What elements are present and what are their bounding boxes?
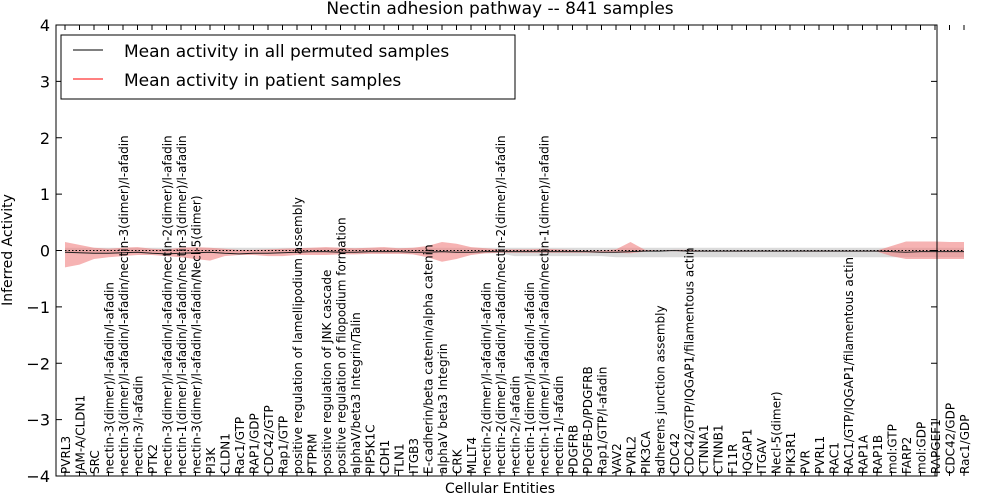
x-tick-label: TLN1 — [393, 443, 407, 475]
chart-title: Nectin adhesion pathway -- 841 samples — [326, 0, 673, 19]
x-tick-label: adherens junction assembly — [654, 305, 668, 474]
x-tick-label: mol:GDP — [915, 422, 929, 474]
y-tick-label: −3 — [26, 411, 50, 430]
x-tick-label: PVRL2 — [625, 436, 639, 474]
x-tick-label: PTPRM — [306, 434, 320, 475]
y-tick-label: 0 — [40, 242, 50, 261]
x-tick-label: CTNNA1 — [697, 424, 711, 474]
y-axis: 4 3 2 1 0 −1 −2 −3 −4 — [26, 16, 937, 486]
x-tick-label: PTK2 — [146, 444, 160, 474]
band-patient — [65, 241, 964, 268]
x-tick-label: mol:GTP — [886, 424, 900, 474]
plot-frame — [55, 24, 938, 477]
x-tick-label: nectin-3/l-afadin — [132, 376, 146, 474]
legend-label-permuted: Mean activity in all permuted samples — [124, 42, 449, 62]
x-tick-label: RAP1A — [857, 434, 871, 474]
x-tick-label: alphaV/beta3 Integrin/Talin — [349, 312, 363, 474]
x-tick-label: SRC — [88, 450, 102, 474]
legend-box — [60, 34, 516, 100]
y-tick-label: −2 — [26, 354, 50, 373]
x-tick-label: CDC42/GDP — [944, 403, 958, 474]
x-tick-label: CDC42/GTP — [262, 405, 276, 474]
x-tick-label: positive regulation of JNK cascade — [320, 270, 334, 474]
x-tick-label: RAP1/GDP — [248, 413, 262, 474]
x-tick-label: PVRL1 — [813, 436, 827, 474]
x-tick-label: nectin-3(dimer)/l-afadin/l-afadin — [103, 282, 117, 474]
x-tick-label: CTNNB1 — [712, 424, 726, 474]
x-tick-label: PDGFB-D/PDGFRB — [581, 366, 595, 474]
x-tick-label: CDH1 — [378, 440, 392, 474]
x-tick-label: alphaV beta3 Integrin — [436, 343, 450, 474]
x-tick-label: nectin-2/l-afadin — [509, 376, 523, 474]
x-tick-label: RAC1 — [828, 442, 842, 474]
x-tick-label: PIP5K1C — [364, 424, 378, 474]
x-tick-label: nectin-1(dimer)/l-afadin/l-afadin/nectin… — [538, 135, 552, 474]
x-tick-label: RAP1B — [871, 435, 885, 474]
x-tick-label: E-cadherin/beta catenin/alpha catenin — [422, 244, 436, 474]
x-tick-label: PIK3R1 — [784, 432, 798, 474]
y-tick-label: 4 — [40, 16, 50, 35]
legend: Mean activity in all permuted samples Me… — [60, 34, 516, 100]
x-tick-label: positive regulation of lamellipodium ass… — [291, 197, 305, 474]
line-patient-mean — [64, 249, 964, 255]
x-tick-label: nectin-2(dimer)/l-afadin/l-afadin/nectin… — [494, 135, 508, 474]
x-tick-label: nectin-1(dimer)/l-afadin/l-afadin — [523, 282, 537, 474]
y-axis-label: Inferred Activity — [0, 194, 16, 306]
x-tick-label: PI3K — [204, 447, 218, 474]
x-tick-label: positive regulation of filopodium format… — [335, 217, 349, 474]
x-tick-label: Rap1/GTP/l-afadin — [596, 367, 610, 474]
x-tick-label: RAPGEF1 — [929, 419, 943, 474]
x-tick-label: ITGB3 — [407, 438, 421, 474]
series-lines — [64, 249, 964, 255]
x-tick-label: CRK — [451, 448, 465, 474]
x-tick-label: nectin-3(dimer)/l-afadin/l-afadin/nectin… — [161, 135, 175, 474]
x-tick-label: ITGAV — [755, 437, 769, 474]
x-tick-label: FARP2 — [900, 437, 914, 474]
x-tick-label: Rac1/GTP — [233, 417, 247, 474]
x-tick-label: CDC42 — [668, 433, 682, 474]
x-tick-label: nectin-2(dimer)/l-afadin/l-afadin — [480, 282, 494, 474]
x-tick-label: JAM-A/CLDN1 — [74, 395, 88, 475]
y-tick-label: 1 — [40, 185, 50, 204]
y-tick-label: −1 — [26, 298, 50, 317]
x-tick-label: Necl-5(dimer) — [770, 391, 784, 474]
x-tick-label: PDGFRB — [567, 425, 581, 474]
x-tick-label: nectin-1/l-afadin — [552, 376, 566, 474]
x-tick-label: MLLT4 — [465, 437, 479, 474]
y-tick-label: −4 — [26, 467, 50, 486]
x-tick-label: RAC1/GTP/IQGAP1/filamentous actin — [842, 257, 856, 474]
x-tick-label: Rac1/GDP — [958, 415, 972, 474]
x-tick-label: nectin-3(dimer)/l-afadin/l-afadin/Necl-5… — [190, 195, 204, 474]
y-tick-label: 3 — [40, 72, 50, 91]
y-tick-label: 2 — [40, 129, 50, 148]
x-tick-label: CDC42/GTP/IQGAP1/filamentous actin — [683, 248, 697, 474]
x-tick-label: nectin-3(dimer)/l-afadin/l-afadin/nectin… — [117, 135, 131, 474]
x-tick-label: nectin-1(dimer)/l-afadin/l-afadin/nectin… — [175, 135, 189, 474]
x-tick-label: PVRL3 — [59, 436, 73, 474]
x-axis-label: Cellular Entities — [445, 481, 555, 497]
x-tick-label: IQGAP1 — [741, 429, 755, 474]
legend-label-patient: Mean activity in patient samples — [124, 71, 401, 91]
x-tick-label: VAV2 — [610, 443, 624, 474]
x-tick-label: Rap1/GTP — [277, 416, 291, 474]
x-tick-label: PIK3CA — [639, 430, 653, 474]
x-tick-label: CLDN1 — [219, 433, 233, 474]
x-tick-label: F11R — [726, 443, 740, 474]
x-tick-label: PVR — [799, 450, 813, 474]
